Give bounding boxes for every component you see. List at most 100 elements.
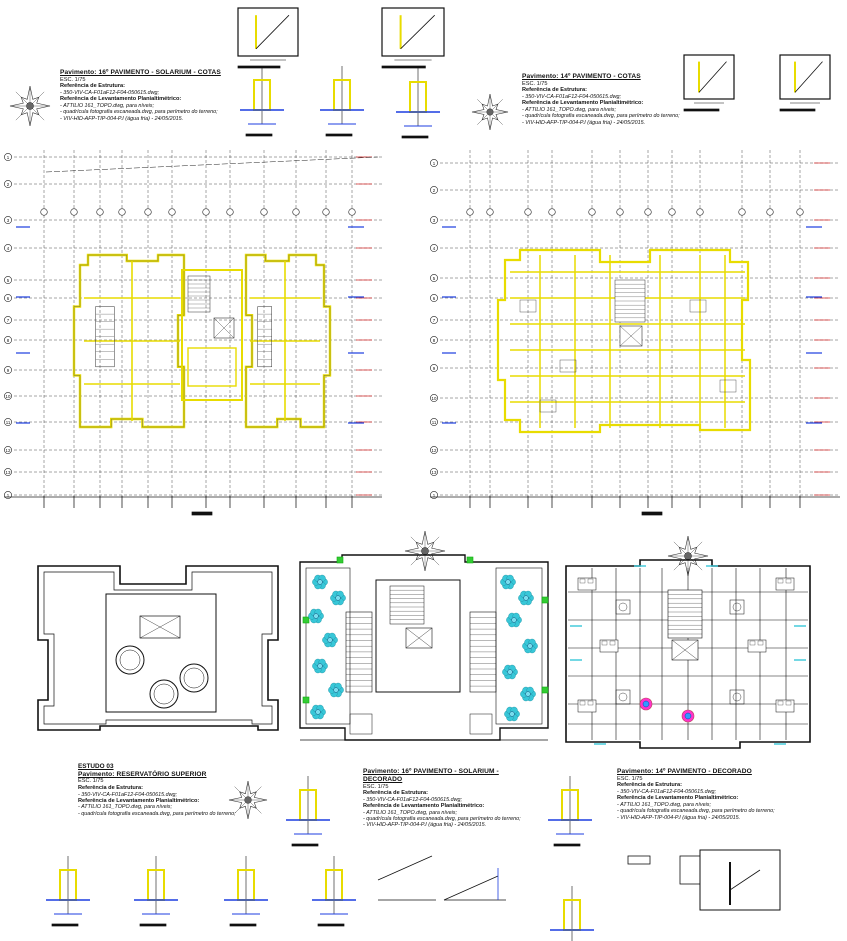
grid-bubble-label: 3	[433, 218, 436, 223]
notes-ref-heading: Referência de Estrutura:	[60, 83, 125, 90]
notes-ref-heading: Referência de Estrutura:	[522, 87, 587, 94]
tree-center	[333, 687, 339, 693]
grid-bubble	[4, 336, 12, 344]
section-line	[45, 156, 379, 173]
grid-bubble-label: 1	[7, 493, 10, 498]
column-bubble	[486, 208, 494, 216]
tree-icon	[500, 574, 516, 590]
grid-bubble	[4, 276, 12, 284]
notes-ref-line: - 350-VIV-CA-F01aF12-F04-050615.dwg;	[363, 796, 462, 803]
grid-bubble-label: 5	[7, 278, 10, 283]
wing-wall-outline	[496, 248, 752, 434]
table	[729, 689, 745, 705]
planter-marker	[302, 696, 310, 704]
grid-bubble	[430, 159, 438, 167]
north-arrows	[9, 85, 709, 820]
detail-label-bar	[553, 843, 581, 847]
grid-bubble-label: 3	[7, 218, 10, 223]
pipe-riser-detail	[240, 66, 284, 137]
notes-survey-line: - ATTILIO 161_TOPO.dwg, para níveis;	[522, 106, 616, 113]
furniture-icon	[577, 699, 597, 713]
table	[729, 599, 745, 615]
grid-bubble	[4, 216, 12, 224]
compass-center	[244, 796, 252, 804]
tree-center	[507, 669, 513, 675]
grid-bubble	[430, 418, 438, 426]
stair-icon	[667, 589, 703, 639]
planter-marker	[466, 556, 474, 564]
detail-symbol	[679, 855, 701, 885]
notes-survey-line: - ATTILIO 161_TOPO.dwg, para níveis;	[60, 102, 154, 109]
notes-ref-line: - 350-VIV-CA-F01aF12-F04-050615.dwg;	[522, 93, 621, 100]
grid-bubble	[430, 186, 438, 194]
detail-label-bar	[325, 133, 353, 137]
grid-bubble	[430, 364, 438, 372]
grid-bubble-label: 6	[7, 296, 10, 301]
grid-bubble	[4, 153, 12, 161]
notes-scale: ESC. 1/75	[617, 775, 643, 782]
notes-ref-line: - 350-VIV-CA-F01aF12-F04-050615.dwg;	[617, 788, 716, 795]
notes-survey-heading: Referência de Levantamento Planialtimétr…	[78, 797, 200, 804]
notes-survey-heading: Referência de Levantamento Planialtimétr…	[522, 100, 644, 107]
notes-scale: ESC. 1/75	[363, 783, 389, 790]
tree-icon	[504, 706, 520, 722]
grid-bubble-label: 10	[432, 396, 437, 401]
furniture-icon	[615, 689, 631, 705]
column-bubble	[348, 208, 356, 216]
table	[615, 689, 631, 705]
hatch-cross	[139, 615, 181, 639]
outer-wall	[565, 559, 811, 749]
stair-icon	[349, 713, 373, 735]
tree-icon	[312, 574, 328, 590]
column-bubble	[738, 208, 746, 216]
pillow	[749, 640, 756, 646]
rug-center	[642, 700, 650, 708]
column-bubble	[168, 208, 176, 216]
elevator-cross	[213, 317, 235, 339]
column-bubble	[202, 208, 210, 216]
notes-ref-heading: Referência de Estrutura:	[363, 790, 428, 797]
tree-center	[317, 579, 323, 585]
grid-bubble	[4, 294, 12, 302]
planter-marker	[541, 596, 549, 604]
pillow	[579, 578, 586, 584]
column-bubble	[322, 208, 330, 216]
grid-bubble	[4, 418, 12, 426]
pillow	[785, 578, 792, 584]
column-bubble	[766, 208, 774, 216]
detail-label-bar	[139, 923, 167, 927]
notes-block-estudo: ESTUDO 03 Pavimento: RESERVATÓRIO SUPERI…	[78, 763, 250, 817]
detail-label-bar	[291, 843, 319, 847]
furniture-icon	[729, 689, 745, 705]
detail-label-bar	[381, 65, 426, 69]
tree-center	[505, 579, 511, 585]
detail-slope	[255, 14, 290, 50]
detail-label-bar	[683, 108, 720, 112]
grid-bubble	[430, 468, 438, 476]
pillow	[757, 640, 764, 646]
tree-icon	[310, 704, 326, 720]
notes-ref-line: - 350-VIV-CA-F01aF12-F04-050615.dwg;	[60, 89, 159, 96]
north-arrow-icon	[404, 530, 446, 572]
grid-bubble-label: 5	[433, 276, 436, 281]
grid-bubble-label: 12	[6, 448, 11, 453]
notes-survey-line: - quadrícula fotografia escaneada.dwg, p…	[363, 816, 521, 823]
notes-survey-line: - VIV-HID-AFP-TIP-004-P.I (água fria) - …	[60, 115, 184, 122]
bed	[775, 699, 795, 713]
plan-label-bar	[641, 511, 663, 516]
detail-symbol	[627, 855, 651, 865]
pillow	[777, 578, 784, 584]
room-fixture	[559, 359, 577, 373]
stair-icon	[389, 585, 425, 625]
tree-icon	[330, 590, 346, 606]
grid-bubble-label: 9	[7, 368, 10, 373]
column-bubble	[668, 208, 676, 216]
tree-icon	[518, 590, 534, 606]
tree-icon	[312, 658, 328, 674]
detail-frame	[779, 54, 831, 100]
core-walls	[181, 269, 243, 401]
north-arrow-icon	[471, 93, 509, 131]
notes-title: Pavimento: 16º PAVIMENTO - SOLARIUM - DE…	[363, 768, 499, 783]
grid-bubble-label: 11	[6, 420, 11, 425]
